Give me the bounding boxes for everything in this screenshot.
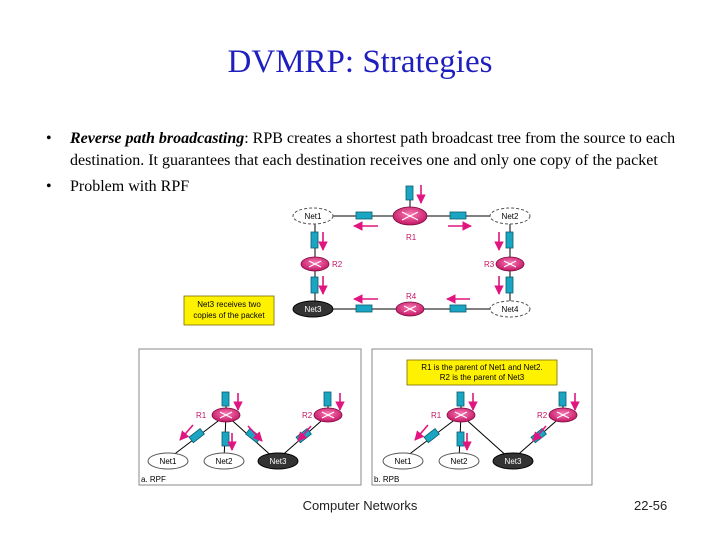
top-links [314, 186, 511, 310]
footer-page-number: 22-56 [634, 498, 668, 513]
router-label: R1 [196, 411, 207, 420]
bullet-dot: • [46, 130, 52, 147]
router-icon [211, 407, 241, 423]
net-label: Net2 [451, 457, 468, 466]
net-label: Net3 [505, 457, 522, 466]
router-label: R1 [406, 233, 417, 242]
router-icon [313, 407, 343, 423]
panel-b-net-labels: Net1 Net2 Net3 [395, 457, 522, 466]
panel-b-note: R1 is the parent of Net1 and Net2. R2 is… [406, 359, 558, 386]
panel-a-caption: a. RPF [141, 475, 166, 484]
bullet-item-rpf: • Problem with RPF [46, 176, 686, 198]
panel-a-net-labels: Net1 Net2 Net3 [160, 457, 287, 466]
panel-a-router-labels: R1 R2 [196, 411, 313, 420]
top-note: Net3 receives two copies of the packet [183, 295, 275, 326]
note-line: R2 is the parent of Net3 [440, 373, 525, 382]
net-label: Net3 [270, 457, 287, 466]
router-label: R4 [406, 292, 417, 301]
note-line: copies of the packet [193, 311, 265, 320]
router-label: R1 [431, 411, 442, 420]
bullet-list: • Reverse path broadcasting: RPB creates… [46, 128, 686, 202]
bullet-text: Problem with RPF [70, 178, 190, 195]
panel-a-arrows [179, 393, 345, 451]
note-line: Net3 receives two [197, 300, 261, 309]
panel-b-routers [446, 407, 578, 423]
panel-a-routers [211, 407, 343, 423]
net-label: Net1 [395, 457, 412, 466]
panel-a: R1 R2 Net1 Net2 Net3 a. RPF [138, 348, 362, 486]
net-label: Net1 [305, 212, 322, 221]
router-label: R2 [537, 411, 548, 420]
router-icon [548, 407, 578, 423]
router-icon [300, 256, 330, 272]
bullet-emphasis: Reverse path broadcasting [70, 130, 245, 147]
router-icon [446, 407, 476, 423]
panel-b: R1 R2 Net1 Net2 Net3 R1 is the parent of… [371, 348, 593, 486]
panel-b-nets [382, 452, 534, 470]
net-label: Net2 [502, 212, 519, 221]
top-router-labels: R1 R2 R3 R4 [332, 233, 495, 301]
top-link-blocks [310, 185, 514, 313]
panel-a-nets [147, 452, 299, 470]
top-routers [300, 206, 525, 317]
router-label: R2 [332, 260, 343, 269]
panel-b-caption: b. RPB [374, 475, 399, 484]
router-icon [395, 301, 425, 317]
panel-b-arrows [414, 393, 580, 451]
net-label: Net3 [305, 305, 322, 314]
slide-title: DVMRP: Strategies [227, 44, 493, 80]
top-net-labels: Net1 Net2 Net3 Net4 [305, 212, 519, 314]
top-figure: Net1 Net2 Net3 Net4 R1 R2 R3 R4 Net3 rec… [183, 185, 531, 326]
router-icon [495, 256, 525, 272]
note-line: R1 is the parent of Net1 and Net2. [421, 363, 542, 372]
router-icon [392, 206, 428, 226]
router-label: R2 [302, 411, 313, 420]
net-label: Net4 [502, 305, 519, 314]
bullet-item-rpb: • Reverse path broadcasting: RPB creates… [46, 128, 686, 172]
top-arrows [318, 185, 504, 304]
bullet-text: : RPB creates a shortest path broadcast … [70, 130, 676, 169]
router-label: R3 [484, 260, 495, 269]
net-label: Net1 [160, 457, 177, 466]
footer-course: Computer Networks [302, 498, 418, 513]
net-label: Net2 [216, 457, 233, 466]
top-nets [292, 207, 531, 318]
panel-b-router-labels: R1 R2 [431, 411, 548, 420]
bullet-dot: • [46, 178, 52, 195]
